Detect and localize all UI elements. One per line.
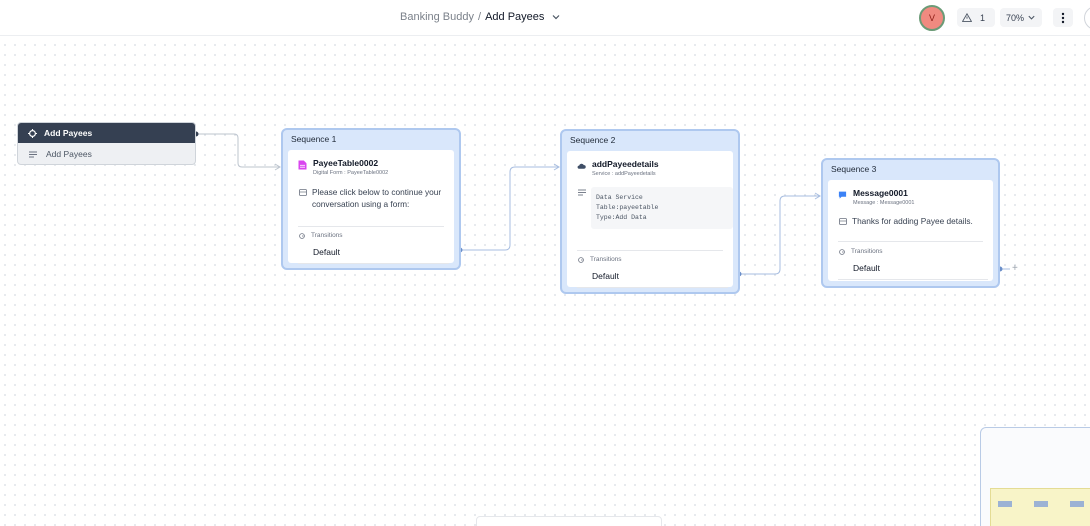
step-card[interactable]: Message0001 Message : Message0001 Thanks… [828,180,993,281]
message-box-icon [299,189,307,196]
divider [577,287,728,288]
step-name: addPayeedetails [592,159,659,169]
flow-start-icon [28,128,37,138]
transitions-header: Transitions [578,256,622,263]
step-name: Message0001 [853,188,908,198]
connector-start-to-seq1 [196,133,280,168]
start-node[interactable]: Add Payees Add Payees [17,122,196,165]
breadcrumb-current-page[interactable]: Add Payees [485,11,545,23]
transitions-label: Transitions [590,256,622,263]
breadcrumb-app-link[interactable]: Banking Buddy [400,11,474,23]
step-header: addPayeedetails Service : addPayeedetail… [577,159,659,177]
start-node-title: Add Payees [44,128,93,138]
connector-seq2-to-seq3 [739,195,820,275]
transitions-header: Transitions [839,248,883,255]
divider [298,263,449,264]
warning-icon [962,13,972,22]
transition-default[interactable]: Default [853,263,880,273]
service-config-code: Data Service Table:payeetable Type:Add D… [591,187,733,229]
transition-icon [578,256,584,263]
divider [838,279,988,280]
step-card[interactable]: addPayeedetails Service : addPayeedetail… [567,151,733,288]
connector-arrowhead [274,163,281,171]
sequence-2[interactable]: Sequence 2 addPayeedetails Service : add… [560,129,740,294]
step-type: Message : Message0001 [853,200,915,206]
start-node-header: Add Payees [18,123,195,143]
transitions-header: Transitions [299,232,343,239]
sequence-1[interactable]: Sequence 1 PayeeTable0002 Digital Form :… [281,128,461,270]
start-node-item[interactable]: Add Payees [18,143,195,164]
transition-default[interactable]: Default [592,271,619,281]
step-card[interactable]: PayeeTable0002 Digital Form : PayeeTable… [288,150,454,264]
breadcrumb-separator: / [478,11,482,23]
step-name: PayeeTable0002 [313,158,379,168]
add-sequence-button[interactable]: + [1012,263,1018,274]
connector-seq1-to-seq2 [460,166,559,251]
sequence-title: Sequence 1 [291,134,337,144]
sequence-3[interactable]: Sequence 3 Message0001 Message : Message… [821,158,1000,288]
minimap-node [1034,501,1048,507]
warning-button[interactable]: 1 [957,8,995,27]
zoom-select[interactable]: 70% [1000,8,1042,27]
list-icon [578,189,586,196]
transitions-label: Transitions [851,248,883,255]
cloud-icon [577,163,586,169]
step-type: Digital Form : PayeeTable0002 [313,170,389,176]
document-icon [298,160,307,170]
step-header: PayeeTable0002 Digital Form : PayeeTable… [298,158,388,176]
minimap-node [998,501,1012,507]
more-menu-button[interactable] [1053,8,1073,27]
step-header: Message0001 Message : Message0001 [838,188,914,206]
list-icon [29,151,37,157]
profile-menu-button[interactable] [1084,6,1090,30]
step-body-text: Please click below to continue your conv… [312,187,442,209]
divider [838,241,983,242]
transition-default[interactable]: Default [313,247,340,257]
connector-arrowhead [553,163,560,171]
vertical-dots-icon [1061,12,1065,23]
zoom-level: 70% [1006,12,1025,23]
top-bar: Banking Buddy / Add Payees V 1 70% [0,0,1090,36]
bottom-toolbar[interactable] [476,516,662,526]
minimap[interactable] [980,427,1090,526]
avatar[interactable]: V [919,5,945,31]
transition-icon [839,248,845,255]
chat-bubble-icon [838,191,847,199]
transitions-label: Transitions [311,232,343,239]
transition-icon [299,232,305,239]
start-node-item-label: Add Payees [46,149,92,159]
connector-arrowhead [814,192,821,200]
step-body-text: Thanks for adding Payee details. [852,216,973,226]
chevron-down-icon [1028,15,1035,20]
chevron-down-icon[interactable] [551,12,561,22]
message-box-icon [839,218,847,225]
step-type: Service : addPayeedetails [592,171,656,177]
minimap-node [1070,501,1084,507]
breadcrumb: Banking Buddy / Add Payees [400,11,561,23]
warning-count: 1 [980,12,986,23]
minimap-viewport[interactable] [990,488,1090,526]
divider [577,250,723,251]
divider [298,226,444,227]
sequence-title: Sequence 2 [570,135,616,145]
sequence-title: Sequence 3 [831,164,877,174]
